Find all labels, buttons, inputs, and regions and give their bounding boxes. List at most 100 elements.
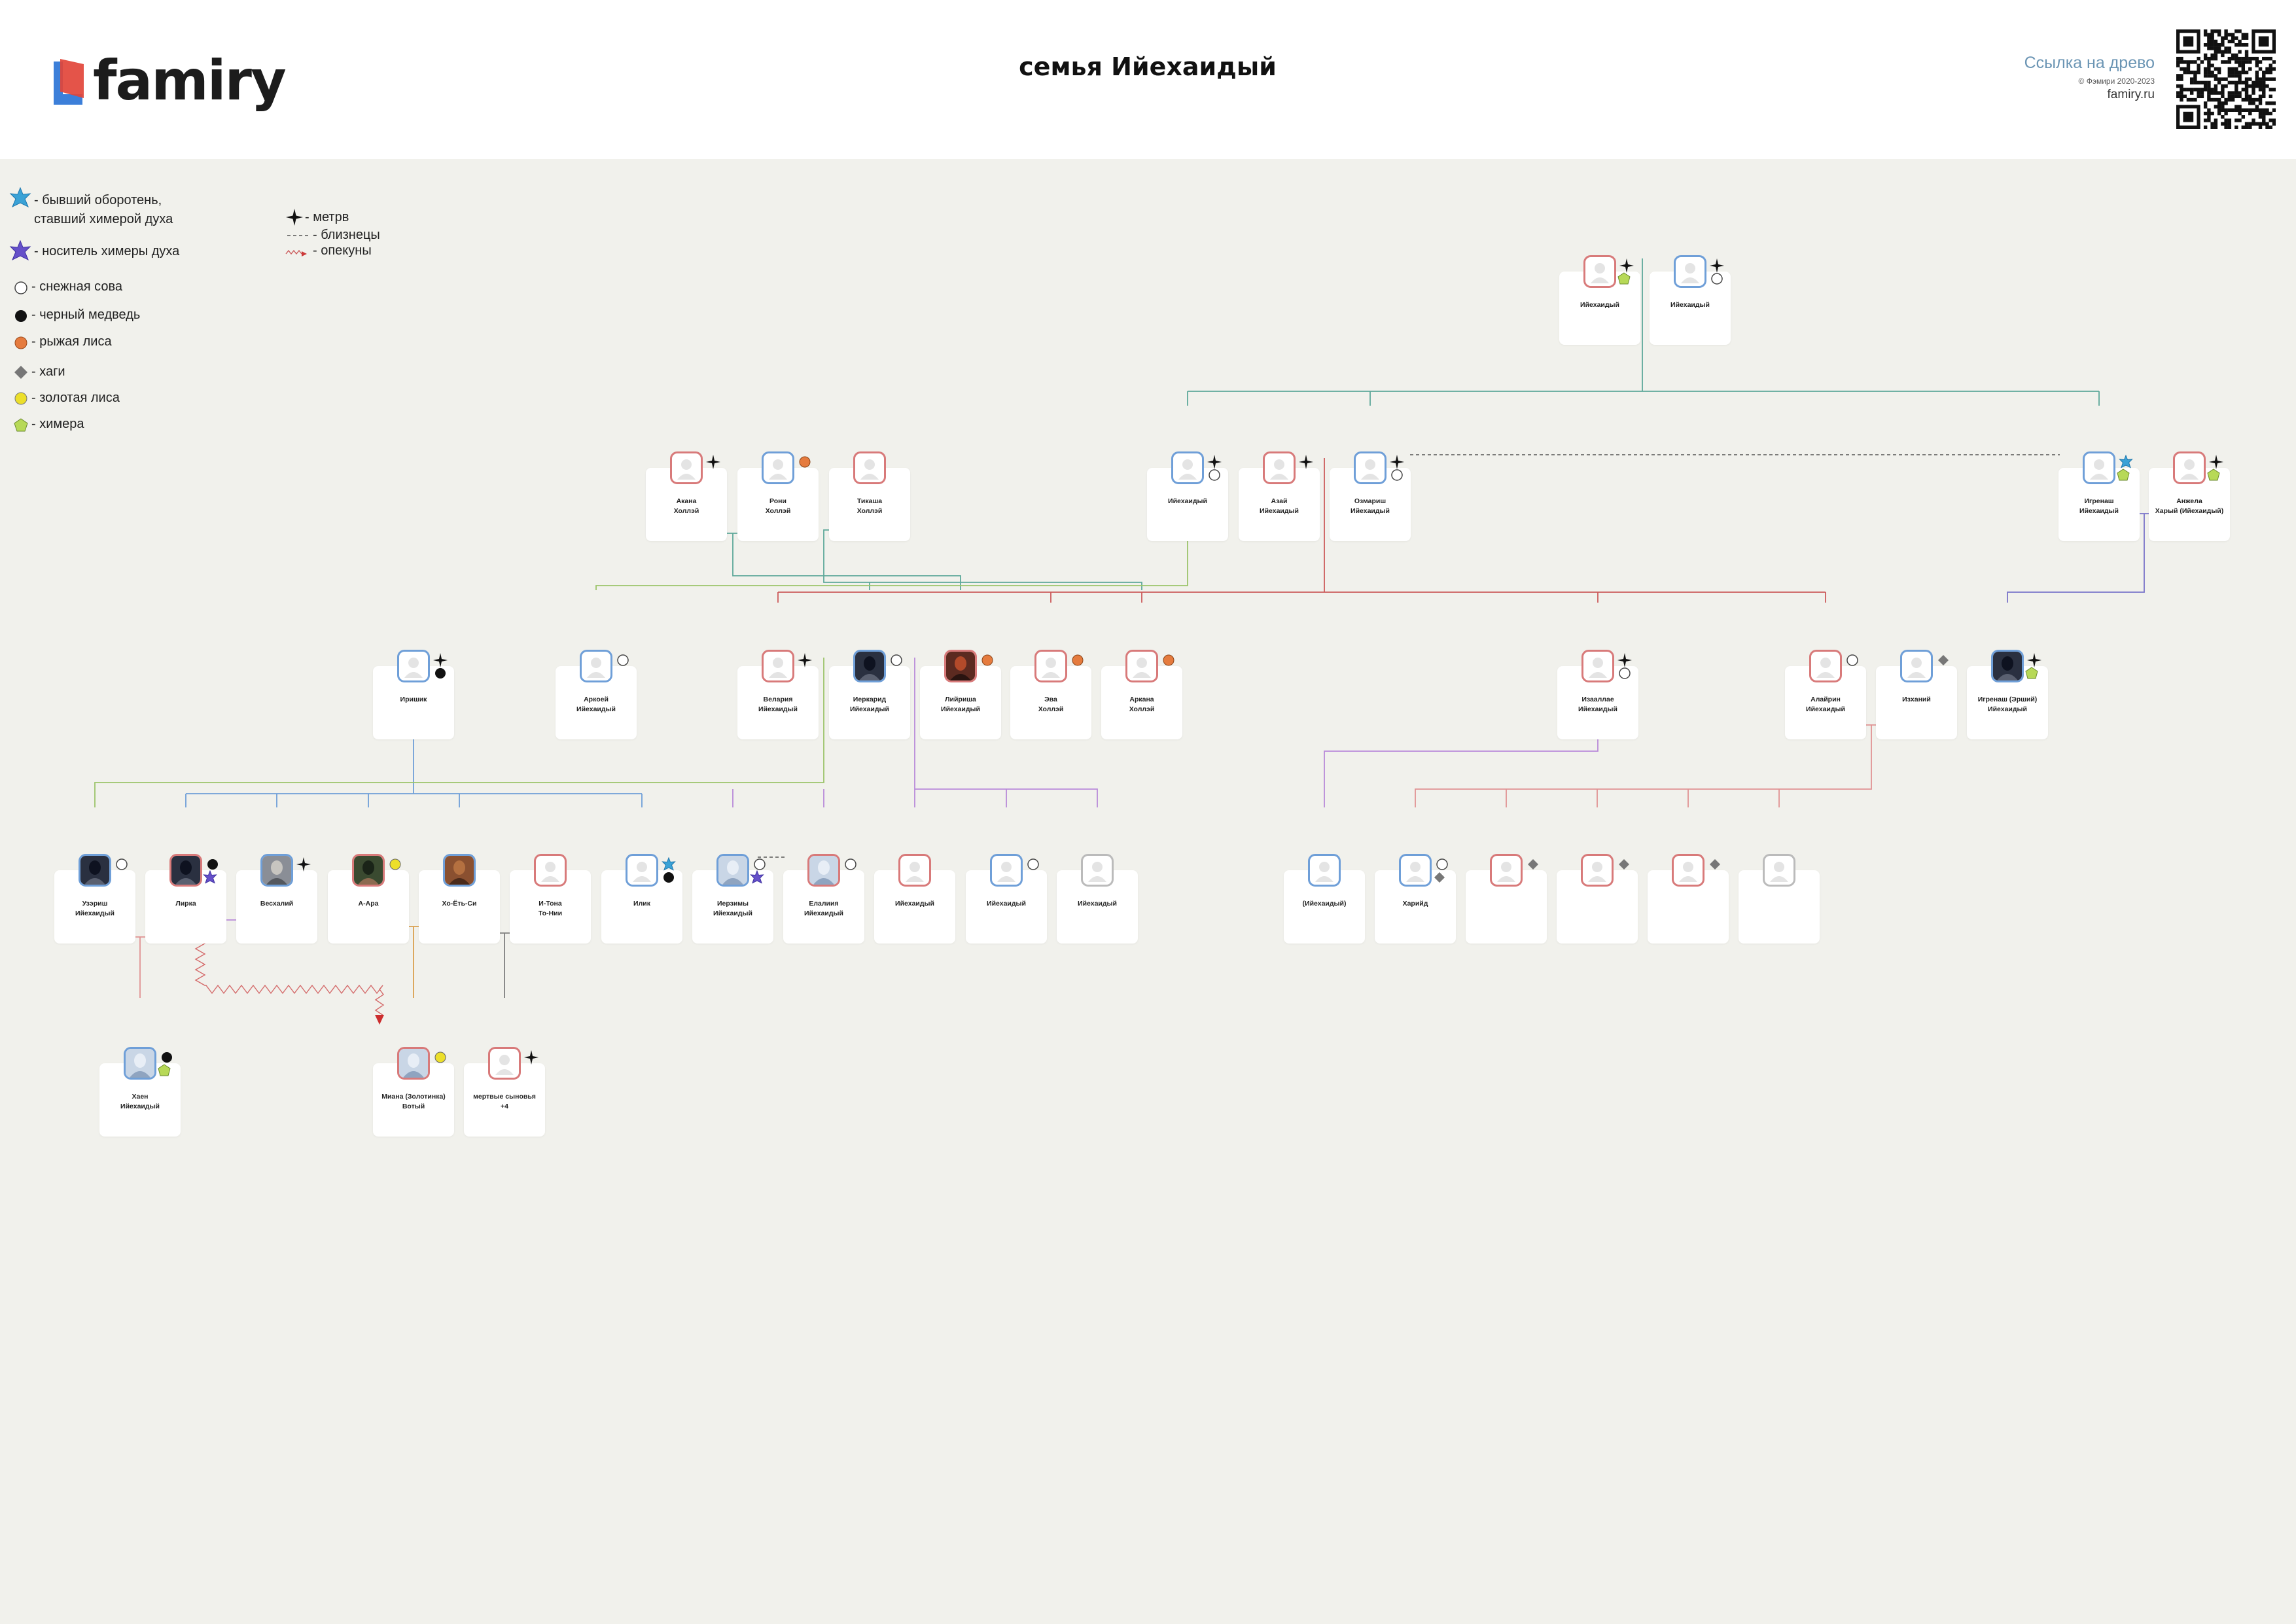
person-avatar-icon [1171, 451, 1204, 484]
person-card[interactable]: Анжела Харый (Ийехаидый) [2149, 468, 2230, 541]
person-card[interactable] [1648, 870, 1729, 944]
person-name: Изханий [1877, 695, 1956, 705]
person-name: Рони Холлэй [739, 497, 817, 516]
person-avatar-icon [1081, 854, 1114, 887]
person-avatar-icon [580, 650, 612, 682]
person-name: Миана (Золотинка) Вотый [374, 1092, 453, 1112]
person-avatar-icon [1308, 854, 1341, 887]
person-name: Лирка [147, 899, 225, 909]
person-name: Лийриша Ийехаидый [921, 695, 1000, 715]
chimera-pentagon-icon [2116, 468, 2130, 485]
person-card[interactable]: Велария Ийехаидый [737, 666, 819, 739]
person-name: (Ийехаидый) [1285, 899, 1364, 909]
person-name: Анжела Харый (Ийехаидый) [2150, 497, 2229, 516]
person-card[interactable]: Ийехаидый [1057, 870, 1138, 944]
mentor-star-icon [296, 857, 311, 874]
red-fox-icon [980, 653, 995, 670]
person-card[interactable]: Хаен Ийехаидый [99, 1063, 181, 1137]
person-name: Весхалий [238, 899, 316, 909]
person-name: Ийехаидый [1148, 497, 1227, 506]
hagi-diamond-icon [1617, 857, 1631, 874]
person-card[interactable] [1557, 870, 1638, 944]
person-card[interactable]: Тикаша Холлэй [829, 468, 910, 541]
person-card[interactable]: Озмариш Ийехаидый [1330, 468, 1411, 541]
person-name: Алайрин Ийехаидый [1786, 695, 1865, 715]
person-name: Хо-Ёть-Си [420, 899, 499, 909]
person-card[interactable]: Иеркарид Ийехаидый [829, 666, 910, 739]
person-name: Ийехаидый [1651, 300, 1729, 310]
person-card[interactable]: Эва Холлэй [1010, 666, 1091, 739]
person-card[interactable]: Ийехаидый [1147, 468, 1228, 541]
person-name: Озмариш Ийехаидый [1331, 497, 1409, 516]
person-photo [443, 854, 476, 887]
hagi-diamond-icon [1936, 653, 1951, 670]
person-card[interactable]: мертвые сыновья +4 [464, 1063, 545, 1137]
person-card[interactable]: Игренаш (Эрший) Ийехаидый [1967, 666, 2048, 739]
person-card[interactable]: Елалиия Ийехаидый [783, 870, 864, 944]
snowy-owl-icon [1710, 272, 1724, 289]
person-avatar-icon [1354, 451, 1386, 484]
person-name: Харийд [1376, 899, 1455, 909]
person-avatar-icon [488, 1047, 521, 1080]
person-name: Эва Холлэй [1012, 695, 1090, 715]
person-card[interactable]: Иерзимы Ийехаидый [692, 870, 773, 944]
person-card[interactable] [1466, 870, 1547, 944]
person-photo [716, 854, 749, 887]
connector-line [1188, 258, 2099, 406]
person-avatar-icon [1583, 255, 1616, 288]
person-card[interactable]: Изааллае Ийехаидый [1557, 666, 1638, 739]
person-card[interactable]: Ийехаидый [966, 870, 1047, 944]
person-card[interactable]: Алайрин Ийехаидый [1785, 666, 1866, 739]
snowy-owl-icon [1207, 468, 1222, 485]
red-fox-icon [1070, 653, 1085, 670]
hagi-diamond-icon [1708, 857, 1722, 874]
person-photo [352, 854, 385, 887]
person-card[interactable]: Миана (Золотинка) Вотый [373, 1063, 454, 1137]
person-card[interactable]: Ийехаидый [1650, 272, 1731, 345]
person-card[interactable]: Рони Холлэй [737, 468, 819, 541]
person-photo [124, 1047, 156, 1080]
person-avatar-icon [1399, 854, 1432, 887]
person-name: Иеркарид Ийехаидый [830, 695, 909, 715]
person-card[interactable]: Харийд [1375, 870, 1456, 944]
person-card[interactable]: Изханий [1876, 666, 1957, 739]
person-card[interactable]: И-Тона То-Нии [510, 870, 591, 944]
person-name: Елалиия Ийехаидый [785, 899, 863, 919]
person-name: Ийехаидый [1561, 300, 1639, 310]
spirit-carrier-star-icon [750, 870, 764, 887]
person-card[interactable]: Весхалий [236, 870, 317, 944]
person-avatar-icon [1034, 650, 1067, 682]
person-card[interactable]: Илик [601, 870, 682, 944]
person-card[interactable]: Ийехаидый [1559, 272, 1640, 345]
person-avatar-icon [534, 854, 567, 887]
person-card[interactable]: Иришик [373, 666, 454, 739]
person-card[interactable] [1739, 870, 1820, 944]
person-avatar-icon [1490, 854, 1523, 887]
person-name: Акана Холлэй [647, 497, 726, 516]
person-card[interactable]: Игренаш Ийехаидый [2058, 468, 2140, 541]
spirit-carrier-star-icon [203, 870, 217, 887]
person-card[interactable]: А-Ара [328, 870, 409, 944]
person-name: Изааллае Ийехаидый [1559, 695, 1637, 715]
mentor-star-icon [706, 455, 720, 472]
person-card[interactable]: Аркана Холлэй [1101, 666, 1182, 739]
person-card[interactable]: (Ийехаидый) [1284, 870, 1365, 944]
snowy-owl-icon [1026, 857, 1040, 874]
person-name: И-Тона То-Нии [511, 899, 590, 919]
person-card[interactable]: Ийехаидый [874, 870, 955, 944]
person-card[interactable]: Хо-Ёть-Си [419, 870, 500, 944]
person-avatar-icon [1581, 854, 1614, 887]
person-name: Аркана Холлэй [1103, 695, 1181, 715]
person-avatar-icon [1581, 650, 1614, 682]
person-avatar-icon [762, 650, 794, 682]
person-card[interactable]: Лирка [145, 870, 226, 944]
person-avatar-icon [670, 451, 703, 484]
person-card[interactable]: Аркоей Ийехаидый [556, 666, 637, 739]
person-name: Игренаш (Эрший) Ийехаидый [1968, 695, 2047, 715]
person-card[interactable]: Азай Ийехаидый [1239, 468, 1320, 541]
person-card[interactable]: Акана Холлэй [646, 468, 727, 541]
person-photo [807, 854, 840, 887]
person-card[interactable]: Узэриш Ийехаидый [54, 870, 135, 944]
person-card[interactable]: Лийриша Ийехаидый [920, 666, 1001, 739]
